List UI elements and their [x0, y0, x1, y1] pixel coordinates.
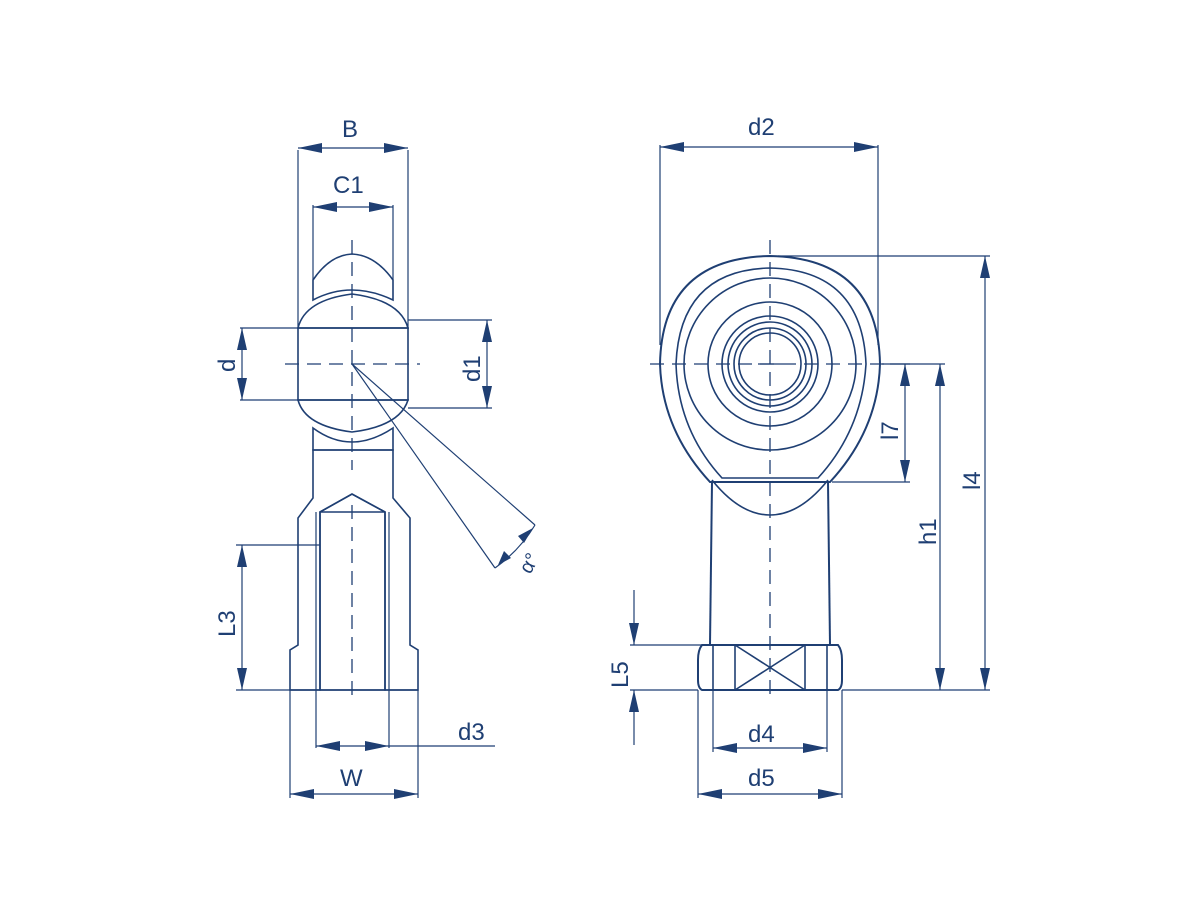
housing-bottom: [312, 426, 394, 451]
dimension-B: B: [297, 116, 409, 328]
ball-bottom: [296, 399, 410, 433]
dimension-d4: d4: [712, 690, 828, 753]
label-B: B: [342, 116, 358, 143]
dimension-l4: l4: [778, 255, 990, 691]
label-d5: d5: [748, 765, 775, 792]
dimension-L5: L5: [607, 590, 702, 745]
dimension-d2: d2: [659, 114, 879, 345]
dimension-d3: d3: [315, 690, 495, 751]
label-h1: h1: [915, 518, 942, 545]
label-W: W: [340, 765, 363, 792]
label-d3: d3: [458, 719, 485, 746]
label-d2: d2: [748, 114, 775, 141]
eye-outline: [658, 254, 882, 483]
section-view: [285, 240, 536, 700]
dimension-W: W: [289, 690, 419, 799]
label-l7: l7: [877, 421, 904, 440]
eye-inner-outline: [675, 267, 867, 479]
label-C1: C1: [333, 172, 364, 199]
label-d: d: [214, 359, 241, 372]
dimension-h1: h1: [890, 363, 945, 690]
thread-bore: [319, 493, 386, 691]
dimension-d1: d1: [408, 319, 492, 409]
dimension-d5: d5: [697, 690, 843, 799]
label-l4: l4: [959, 471, 986, 490]
housing-top: [312, 253, 394, 302]
dimension-l7: l7: [832, 363, 910, 483]
shank-section: [289, 449, 419, 691]
label-d1: d1: [459, 355, 486, 382]
label-L5: L5: [607, 661, 634, 688]
dimension-d: d: [214, 327, 298, 401]
label-L3: L3: [214, 610, 241, 637]
label-d4: d4: [748, 721, 775, 748]
hex-nut: [697, 644, 843, 691]
front-view: [650, 240, 890, 700]
label-alpha: α°: [515, 550, 544, 578]
dimension-L3: L3: [214, 544, 320, 691]
dimension-C1: C1: [312, 172, 394, 280]
